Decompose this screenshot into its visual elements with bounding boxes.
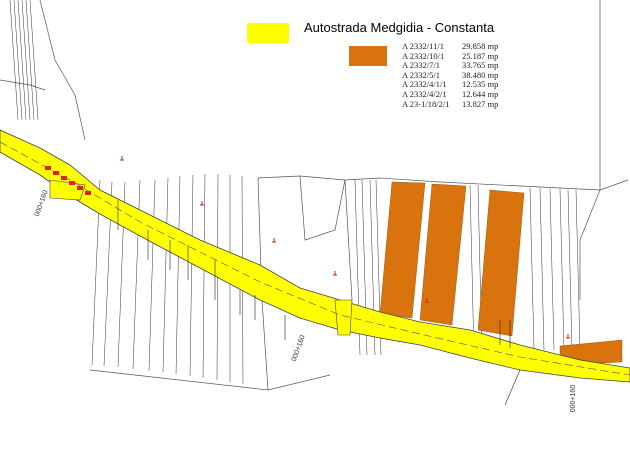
legend-parcel-swatch [349,46,387,66]
survey-ticks [117,200,521,406]
highway-corridor [0,129,630,383]
parcel-area: 38.480 mp [462,69,499,80]
parcel-area: 12.644 mp [462,88,499,99]
parcel-area: 29.858 mp [462,41,499,51]
parcel-row: A 2332/11/1 29.858 mp [402,41,499,52]
parcel-id: A 2332/4/1/1 [402,79,447,90]
parcel-id: A 2332/7/1 [402,60,441,71]
parcel-area: 33.765 mp [462,60,499,71]
parcel-area: 13.827 mp [462,98,499,109]
parcel-row: A 2332/4/1/1 12.535 mp [402,80,498,90]
parcel-row: A 2332/5/1 38.480 mp [402,69,499,81]
parcel-area: 12.535 mp [462,79,499,90]
expropriated-parcels [379,181,623,366]
parcel-id: A 23-1/18/2/1 [402,98,450,109]
parcel-row: A 2332/7/1 33.765 mp [402,61,498,71]
legend-title: Autostrada Medgidia - Constanta [304,20,495,35]
parcel-strip-2 [419,183,467,326]
parcel-area: 25.187 mp [462,50,499,61]
parcel-row: A 2332/10/1 25.187 mp [402,50,499,62]
parcel-id: A 2332/5/1 [402,69,441,80]
parcel-id: A 2332/4/2/1 [402,88,447,99]
km-marker: 000+160 [570,384,578,413]
parcel-row: A 23-1/18/2/1 13.827 mp [402,98,499,110]
survey-markers [120,156,570,339]
parcel-id: A 2332/10/1 [402,50,445,61]
parcel-strip-3 [477,189,525,337]
parcel-id: A 2332/11/1 [402,41,444,51]
legend-highway-swatch [247,23,289,43]
parcel-list: A 2332/11/1 29.858 mp A 2332/10/1 25.187… [402,41,499,110]
parcel-strip-1 [379,181,426,319]
parcel-row: A 2332/4/2/1 12.644 mp [402,88,499,100]
red-marks [45,166,91,195]
